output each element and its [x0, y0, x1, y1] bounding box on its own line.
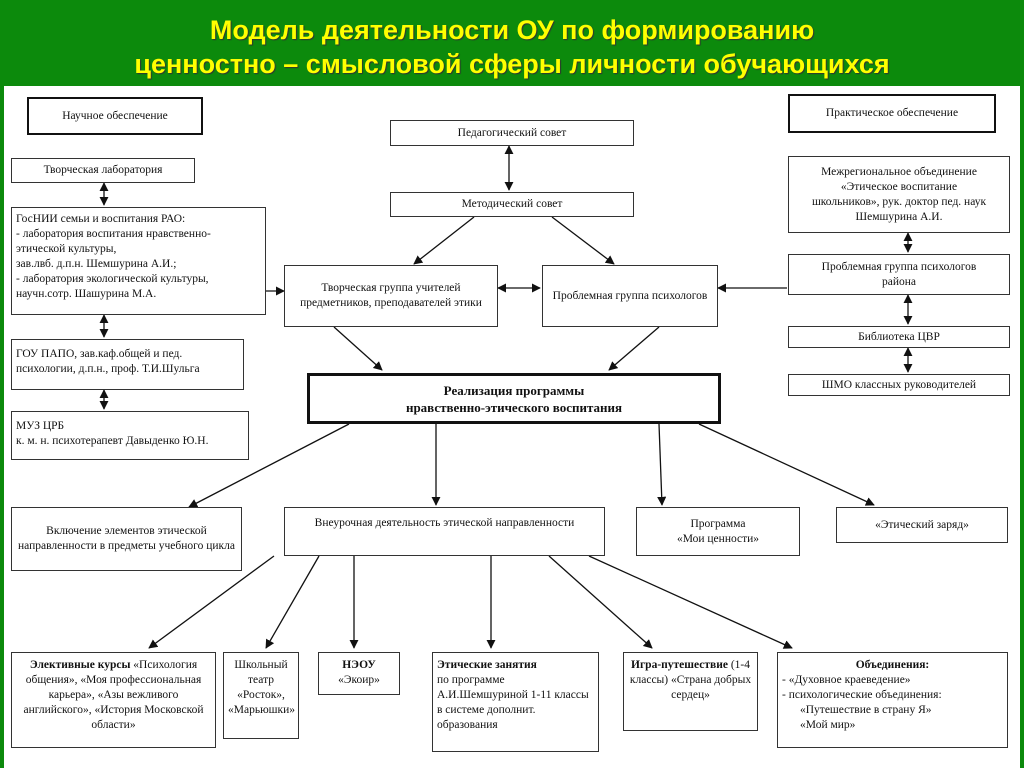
shmo-box: ШМО классных руководителей [788, 374, 1010, 396]
science-support-box: Научное обеспечение [27, 97, 203, 135]
ped-council-label: Педагогический совет [457, 126, 567, 139]
shmo-label: ШМО классных руководителей [821, 378, 977, 391]
title-line-2: ценностно – смысловой сферы личности обу… [134, 49, 890, 79]
muz-crb-line-1: МУЗ ЦРБ [16, 420, 65, 432]
realization-line-1: Реализация программы [443, 382, 585, 398]
district-psy-box: Проблемная группа психологов района [788, 254, 1010, 295]
arrow-real-charge [698, 423, 875, 506]
arrow-extra-electives [148, 555, 275, 649]
program-line-2: «Мои ценности» [676, 532, 760, 545]
program-line-1: Программа [690, 517, 746, 530]
arrow-method-problem [551, 216, 615, 265]
unions-item-4: «Мой мир» [800, 719, 856, 731]
interregional-line-4: Шемшурина А.И. [855, 210, 943, 223]
gosnii-line-4: зав.лвб. д.п.н. Шемшурина А.И.; [16, 258, 177, 270]
gou-pano-line-1: ГОУ ПАПО, зав.каф.общей и пед. [16, 348, 183, 360]
realization-box: Реализация программы нравственно-этическ… [307, 373, 721, 424]
unions-head: Объединения: [855, 659, 930, 671]
gosnii-box: ГосНИИ семьи и воспитания РАО: - лаборат… [11, 207, 266, 315]
neou-box: НЭОУ «Экоир» [318, 652, 400, 695]
electives-text: «Психология общения», «Моя профессиональ… [23, 659, 204, 731]
ethics-classes-text: по программе А.И.Шемшуриной 1-11 классы … [437, 674, 589, 731]
problem-group-box: Проблемная группа психологов [542, 265, 718, 327]
muz-crb-line-2: к. м. н. психотерапевт Давыденко Ю.Н. [16, 435, 209, 447]
gosnii-line-2: - лаборатория воспитания нравственно- [16, 228, 211, 240]
creative-lab-label: Творческая лаборатория [43, 164, 163, 176]
electives-box: Элективные курсы «Психология общения», «… [11, 652, 216, 748]
unions-item-3: «Путешествие в страну Я» [800, 704, 932, 716]
theatre-text: «Росток», «Марьюшки» [228, 689, 296, 716]
gou-pano-line-2: психологии, д.п.н., проф. Т.И.Шульга [16, 363, 200, 375]
gosnii-line-6: научн.сотр. Шашурина М.А. [16, 288, 157, 300]
creative-group-label: Творческая группа учителей предметников,… [300, 282, 482, 309]
interregional-line-1: Межрегиональное объединение [821, 165, 977, 178]
district-psy-line-1: Проблемная группа психологов [821, 260, 977, 273]
interregional-line-3: школьников», рук. доктор пед. наук [811, 195, 987, 208]
neou-head: НЭОУ [342, 659, 376, 671]
slide-title: Модель деятельности ОУ по формированию ц… [0, 0, 1024, 86]
ethics-classes-box: Этические занятия по программе А.И.Шемшу… [432, 652, 599, 752]
diagram-canvas: Научное обеспечение Практическое обеспеч… [4, 86, 1020, 768]
theatre-box: Школьный театр «Росток», «Марьюшки» [223, 652, 299, 739]
unions-box: Объединения: - «Духовное краеведение» - … [777, 652, 1008, 748]
method-council-label: Методический совет [461, 198, 563, 210]
library-box: Библиотека ЦВР [788, 326, 1010, 348]
ethics-classes-head: Этические занятия [437, 659, 537, 671]
creative-lab-box: Творческая лаборатория [11, 158, 195, 183]
extracurricular-box: Внеурочная деятельность этической направ… [284, 507, 605, 556]
electives-head: Элективные курсы [29, 659, 131, 671]
inclusion-box: Включение элементов этической направленн… [11, 507, 242, 571]
ethical-charge-box: «Этический заряд» [836, 507, 1008, 543]
travel-game-head: Игра-путешествие [631, 659, 728, 671]
neou-text: «Экоир» [338, 674, 380, 686]
realization-line-2: нравственно-этического воспитания [405, 399, 623, 415]
theatre-head: Школьный театр [234, 659, 288, 686]
unions-item-1: - «Духовное краеведение» [782, 674, 911, 686]
arrow-problem-realization [608, 326, 660, 371]
arrow-real-inclusion [188, 423, 350, 508]
arrow-extra-unions [588, 555, 793, 649]
unions-item-2: - психологические объединения: [782, 689, 942, 701]
title-line-1: Модель деятельности ОУ по формированию [209, 15, 815, 45]
muz-crb-box: МУЗ ЦРБ к. м. н. психотерапевт Давыденко… [11, 411, 249, 460]
method-council-box: Методический совет [390, 192, 634, 217]
ped-council-box: Педагогический совет [390, 120, 634, 146]
interregional-box: Межрегиональное объединение «Этическое в… [788, 156, 1010, 233]
library-label: Библиотека ЦВР [858, 330, 940, 343]
arrow-method-creative [413, 216, 475, 265]
creative-group-box: Творческая группа учителей предметников,… [284, 265, 498, 327]
arrow-real-program [657, 423, 667, 506]
program-box: Программа «Мои ценности» [636, 507, 800, 556]
gou-pano-box: ГОУ ПАПО, зав.каф.общей и пед. психологи… [11, 339, 244, 390]
gosnii-line-5: - лаборатория экологической культуры, [16, 273, 209, 285]
science-support-label: Научное обеспечение [62, 109, 168, 122]
inclusion-label: Включение элементов этической направленн… [18, 525, 235, 552]
arrow-extra-theatre [265, 555, 320, 649]
ethical-charge-label: «Этический заряд» [875, 518, 969, 531]
travel-game-box: Игра-путешествие (1-4 классы) «Страна до… [623, 652, 758, 731]
connector-lines [99, 145, 913, 649]
gosnii-line-1: ГосНИИ семьи и воспитания РАО: [16, 213, 186, 225]
interregional-line-2: «Этическое воспитание [840, 180, 958, 193]
practice-support-label: Практическое обеспечение [825, 107, 959, 119]
practice-support-box: Практическое обеспечение [788, 94, 996, 133]
extracurricular-label: Внеурочная деятельность этической направ… [314, 517, 575, 529]
problem-group-label: Проблемная группа психологов [552, 289, 708, 302]
district-psy-line-2: района [881, 275, 916, 288]
arrow-extra-game [548, 555, 653, 649]
gosnii-line-3: этической культуры, [16, 243, 117, 255]
arrow-creative-realization [333, 326, 383, 371]
travel-game-text: (1-4 классы) «Страна добрых сердец» [629, 659, 752, 701]
